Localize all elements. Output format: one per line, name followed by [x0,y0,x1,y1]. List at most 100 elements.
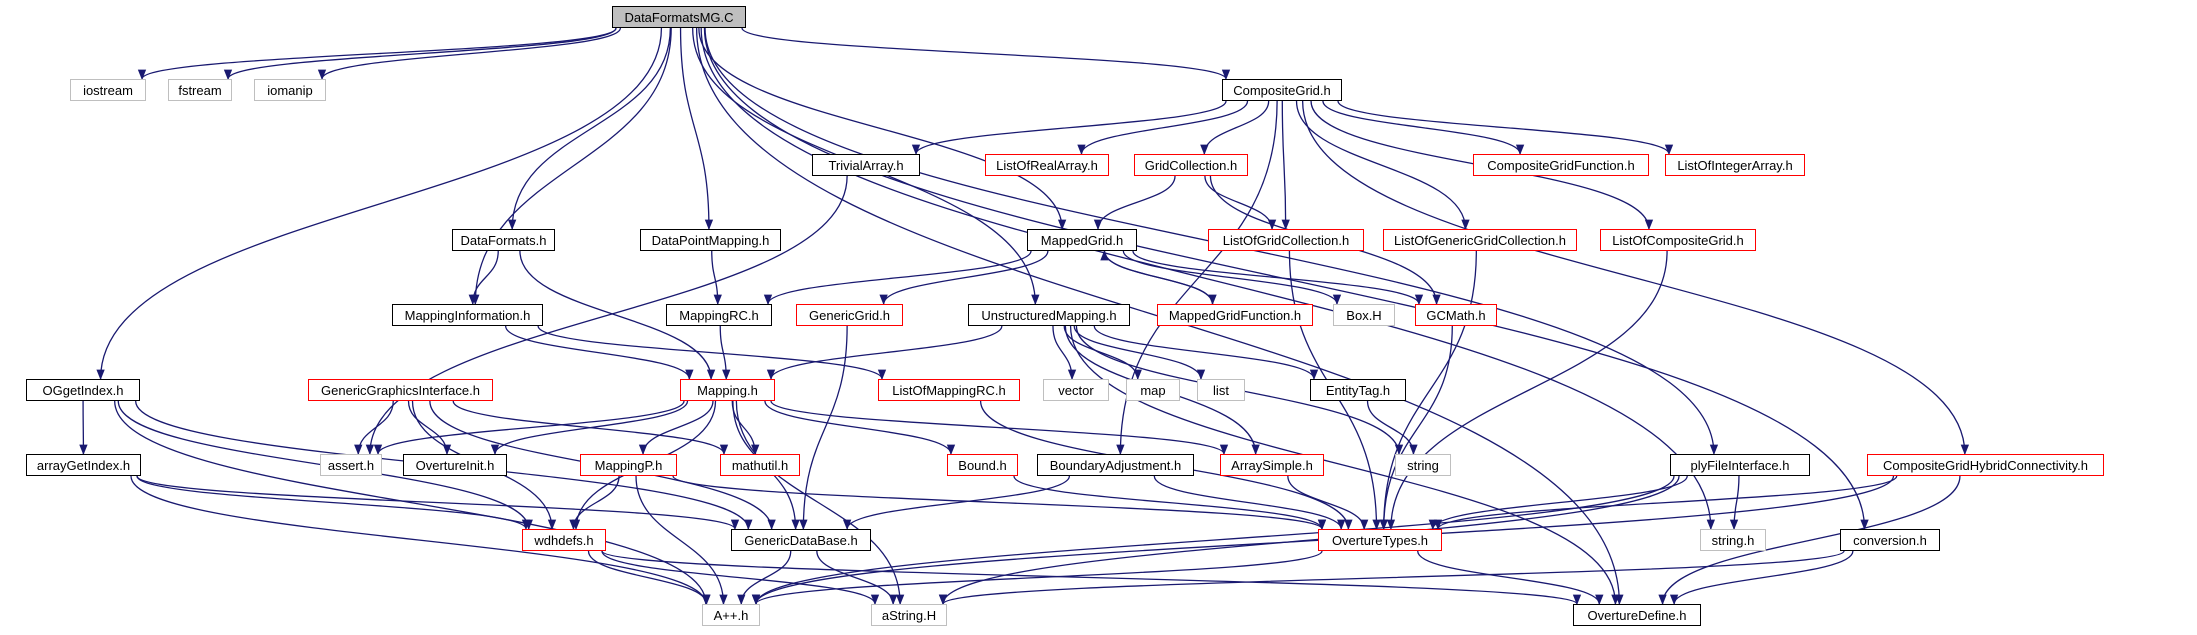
edge-root-to-iostream [138,27,617,81]
node-entity-tag[interactable]: EntityTag.h [1310,379,1406,401]
edge-GCMath-to-OvertureTypes [1379,325,1453,531]
edge-CompositeGrid-to-GridCollection [1200,100,1270,156]
node-mapped-grid-function[interactable]: MappedGridFunction.h [1157,304,1313,326]
edge-MappingP-to-OvertureTypes [672,475,1326,531]
node-ogget-index[interactable]: OGgetIndex.h [26,379,140,401]
node-gcmath[interactable]: GCMath.h [1415,304,1497,326]
edge-OvertureTypes-to-OvertureDefine [1417,550,1604,606]
node-string-h[interactable]: string.h [1700,529,1766,551]
node-list-of-composite-grid[interactable]: ListOfCompositeGrid.h [1600,229,1756,251]
edge-root-to-MappingInformation [471,27,672,306]
edge-Mapping-to-ArraySimple [770,400,1228,456]
edge-root-to-DataPointMapping [679,27,714,231]
node-generic-grid[interactable]: GenericGrid.h [796,304,903,326]
edge-CompositeGrid-to-CompositeGridHybridConnectivity [1301,100,1969,456]
node-mapping-rc[interactable]: MappingRC.h [666,304,772,326]
node-mathutil[interactable]: mathutil.h [720,454,800,476]
node-iostream[interactable]: iostream [70,79,146,101]
edge-plyFileInterface-to-App [751,475,1675,606]
edge-MappingInformation-to-ListOfMappingRC [537,325,887,381]
edge-CompositeGridHybridConnectivity-to-OvertureDefine [1658,475,1961,606]
edge-TrivialArray-to-assert [365,175,848,456]
node-mapping[interactable]: Mapping.h [680,379,775,401]
edge-CompositeGrid-to-ListOfIntegerArray [1337,100,1674,156]
edge-GenericDataBase-to-App [737,550,792,606]
edge-ListOfCompositeGrid-to-OvertureTypes [1386,250,1668,531]
edge-CompositeGridHybridConnectivity-to-OvertureTypes [1434,475,1898,531]
edge-plyFileInterface-to-OvertureTypes [1428,475,1688,531]
edge-Mapping-to-aString [735,400,905,606]
edge-OvertureTypes-to-App [752,550,1323,606]
node-data-formats[interactable]: DataFormats.h [452,229,555,251]
node-unstructured-mapping[interactable]: UnstructuredMapping.h [968,304,1130,326]
node-mapped-grid[interactable]: MappedGrid.h [1027,229,1137,251]
node-list-of-mapping-rc[interactable]: ListOfMappingRC.h [878,379,1020,401]
edge-UnstructuredMapping-to-Mapping [766,325,1003,381]
node-vector[interactable]: vector [1043,379,1109,401]
edge-conversion-to-OvertureDefine [1670,550,1854,606]
edge-CompositeGrid-to-CompositeGridFunction [1322,100,1525,156]
node-array-simple[interactable]: ArraySimple.h [1220,454,1324,476]
node-overture-init[interactable]: OvertureInit.h [403,454,507,476]
node-mapping-information[interactable]: MappingInformation.h [392,304,543,326]
node-list-of-grid-collection[interactable]: ListOfGridCollection.h [1208,229,1364,251]
node-trivial-array[interactable]: TrivialArray.h [812,154,920,176]
node-ply-file-interface[interactable]: plyFileInterface.h [1670,454,1810,476]
edge-conversion-to-aString [939,550,1845,606]
node-map[interactable]: map [1126,379,1180,401]
edge-GenericGraphicsInterface-to-OvertureInit [407,400,452,456]
node-string-std[interactable]: string [1395,454,1451,476]
node-overture-define[interactable]: OvertureDefine.h [1573,604,1701,626]
node-box-h[interactable]: Box.H [1333,304,1395,326]
node-generic-graphics-interface[interactable]: GenericGraphicsInterface.h [308,379,493,401]
node-list-of-integer-array[interactable]: ListOfIntegerArray.h [1665,154,1805,176]
node-iomanip[interactable]: iomanip [254,79,326,101]
node-composite-grid-function[interactable]: CompositeGridFunction.h [1473,154,1649,176]
node-list[interactable]: list [1197,379,1245,401]
node-app[interactable]: A++.h [702,604,760,626]
edge-wdhdefs-to-aString [601,550,880,606]
edge-wdhdefs-to-App [587,550,711,606]
node-composite-grid[interactable]: CompositeGrid.h [1222,79,1342,101]
edge-root-to-iomanip [317,27,622,81]
node-list-of-generic-grid-collection[interactable]: ListOfGenericGridCollection.h [1383,229,1577,251]
edge-OGgetIndex-to-App [114,400,711,606]
edge-MappingInformation-to-Mapping [504,325,694,381]
node-overture-types[interactable]: OvertureTypes.h [1318,529,1442,551]
edge-BoundaryAdjustment-to-GenericDataBase [843,475,1071,531]
edge-arrayGetIndex-to-wdhdefs [136,475,531,531]
edge-root-to-fstream [223,27,617,81]
edge-Mapping-to-mathutil [731,400,760,456]
node-root[interactable]: DataFormatsMG.C [612,6,746,28]
edge-DataPointMapping-to-MappingRC [711,250,722,306]
edge-MappingP-to-App [635,475,728,606]
edge-DataFormats-to-MappingInformation [468,250,499,306]
node-a-string[interactable]: aString.H [871,604,947,626]
edge-GenericGraphicsInterface-to-assert [354,400,394,456]
node-conversion[interactable]: conversion.h [1840,529,1940,551]
node-fstream[interactable]: fstream [168,79,232,101]
edge-CompositeGrid-to-ListOfGridCollection [1281,100,1290,231]
node-wdhdefs[interactable]: wdhdefs.h [522,529,606,551]
node-boundary-adjustment[interactable]: BoundaryAdjustment.h [1037,454,1194,476]
node-list-of-real-array[interactable]: ListOfRealArray.h [985,154,1109,176]
node-mapping-p[interactable]: MappingP.h [580,454,677,476]
edge-GenericGrid-to-GenericDataBase [799,325,848,531]
edge-UnstructuredMapping-to-list [1073,325,1206,381]
edge-DataFormats-to-Mapping [519,250,716,381]
node-generic-data-base[interactable]: GenericDataBase.h [731,529,871,551]
edge-CompositeGrid-to-ListOfRealArray [1077,100,1249,156]
edge-Mapping-to-Bound [764,400,956,456]
edge-CompositeGrid-to-ListOfGenericGridCollection [1295,100,1470,231]
node-data-point-mapping[interactable]: DataPointMapping.h [640,229,781,251]
node-grid-collection[interactable]: GridCollection.h [1134,154,1248,176]
node-array-get-index[interactable]: arrayGetIndex.h [26,454,141,476]
edge-MappedGrid-to-GenericGrid [879,250,1049,306]
node-assert[interactable]: assert.h [320,454,382,476]
edge-MappedGrid-to-BoxH [1122,250,1342,306]
edge-arrayGetIndex-to-GenericDataBase [136,475,739,531]
node-bound[interactable]: Bound.h [947,454,1018,476]
edge-root-to-MappedGrid [698,27,1067,231]
node-composite-grid-hybrid-connectivity[interactable]: CompositeGridHybridConnectivity.h [1867,454,2104,476]
edge-Mapping-to-OvertureInit [490,400,689,456]
